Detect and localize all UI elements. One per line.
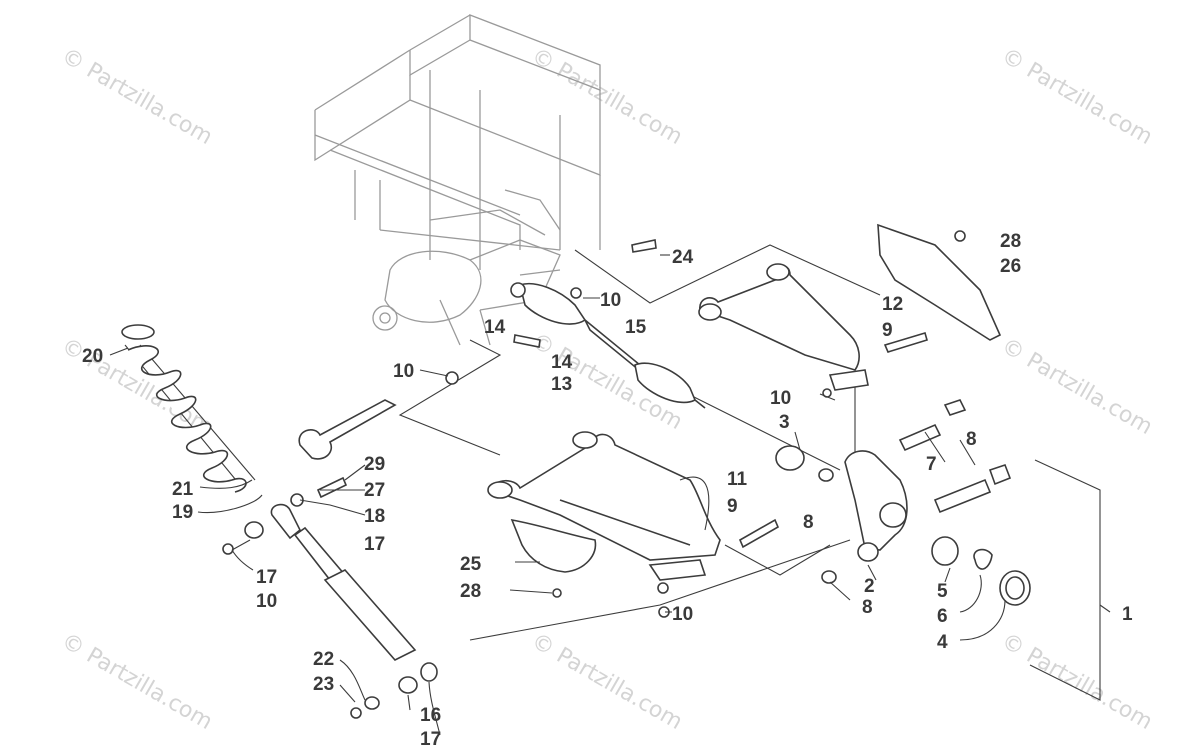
callout-3: 3 xyxy=(779,412,790,433)
watermark: © Partzilla.com xyxy=(57,629,217,736)
callout-17: 17 xyxy=(420,729,441,747)
cover-plate xyxy=(877,223,1002,341)
callout-9: 9 xyxy=(882,320,893,341)
callout-4: 4 xyxy=(937,632,948,653)
watermark: © Partzilla.com xyxy=(527,629,687,736)
callout-9: 9 xyxy=(727,496,738,517)
callout-5: 5 xyxy=(937,581,948,602)
coil-spring xyxy=(121,324,256,493)
callout-18: 18 xyxy=(364,506,385,527)
hardware xyxy=(316,239,928,618)
watermark: © Partzilla.com xyxy=(997,334,1157,441)
callout-28: 28 xyxy=(1000,231,1021,252)
callout-10: 10 xyxy=(600,290,621,311)
callout-13: 13 xyxy=(551,374,572,395)
spanner-wrench xyxy=(298,399,397,460)
callout-17: 17 xyxy=(364,534,385,555)
callout-10: 10 xyxy=(672,604,693,625)
callout-24: 24 xyxy=(672,247,694,268)
callout-14: 14 xyxy=(484,317,506,338)
bushings xyxy=(898,399,1012,514)
leader-lines xyxy=(109,254,1111,736)
hub-bearing-set xyxy=(931,536,1031,606)
callout-23: 23 xyxy=(313,674,334,695)
steering-knuckle xyxy=(775,445,908,584)
callout-7: 7 xyxy=(926,454,937,475)
callout-8: 8 xyxy=(862,597,873,618)
assembly-lines xyxy=(398,244,1101,701)
callout-12: 12 xyxy=(882,294,903,315)
upper-a-arm xyxy=(698,263,869,398)
callout-17: 17 xyxy=(256,567,277,588)
callout-27: 27 xyxy=(364,480,385,501)
callout-8: 8 xyxy=(803,512,814,533)
watermark: © Partzilla.com xyxy=(997,629,1157,736)
callouts: 20 21 19 10 14 14 13 15 10 24 12 9 28 26… xyxy=(82,231,1133,747)
callout-21: 21 xyxy=(172,479,194,500)
lower-a-arm xyxy=(487,431,721,594)
shock-absorber xyxy=(222,493,438,719)
callout-1: 1 xyxy=(1122,604,1133,625)
callout-11: 11 xyxy=(727,469,748,490)
callout-2: 2 xyxy=(864,576,875,597)
skid-guard xyxy=(510,518,597,598)
watermark: © Partzilla.com xyxy=(997,44,1157,151)
callout-26: 26 xyxy=(1000,256,1021,277)
callout-10: 10 xyxy=(256,591,277,612)
callout-10: 10 xyxy=(393,361,414,382)
callout-16: 16 xyxy=(420,705,441,726)
callout-22: 22 xyxy=(313,649,334,670)
watermark: © Partzilla.com xyxy=(527,44,687,151)
callout-15: 15 xyxy=(625,317,647,338)
callout-6: 6 xyxy=(937,606,948,627)
axle-shaft xyxy=(510,282,706,409)
chassis-frame xyxy=(314,14,601,346)
callout-20: 20 xyxy=(82,346,103,367)
watermarks: © Partzilla.com © Partzilla.com © Partzi… xyxy=(57,44,1157,736)
callout-19: 19 xyxy=(172,502,193,523)
callout-29: 29 xyxy=(364,454,385,475)
watermark: © Partzilla.com xyxy=(57,44,217,151)
callout-25: 25 xyxy=(460,554,482,575)
callout-14: 14 xyxy=(551,352,573,373)
callout-8: 8 xyxy=(966,429,977,450)
callout-28: 28 xyxy=(460,581,481,602)
callout-10: 10 xyxy=(770,388,791,409)
